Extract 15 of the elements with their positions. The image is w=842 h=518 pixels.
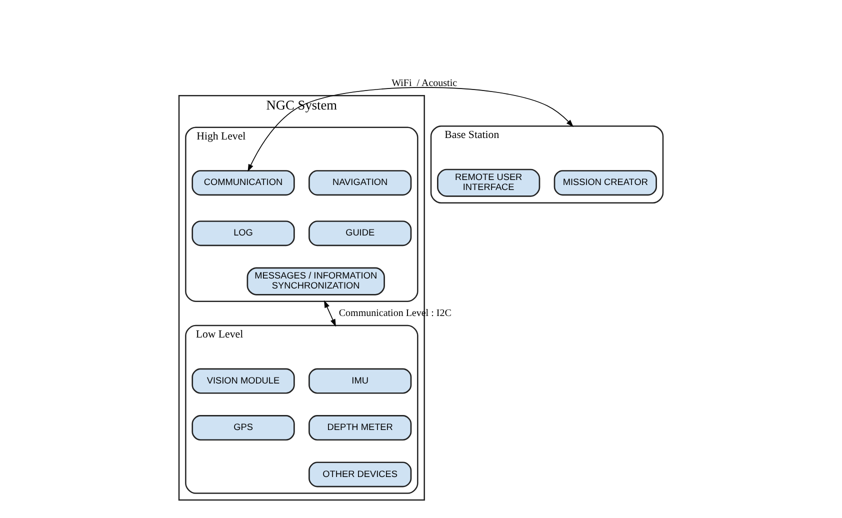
node-box: OTHER DEVICES (308, 462, 412, 488)
node-box: MISSION CREATOR (554, 170, 657, 196)
node-box: DEPTH METER (308, 415, 412, 441)
node-box: VISION MODULE (192, 368, 295, 394)
arrow (248, 87, 574, 172)
node-box: GUIDE (308, 220, 412, 246)
node-box: COMMUNICATION (192, 170, 295, 196)
node-box: GPS (192, 415, 295, 441)
node-box: MESSAGES / INFORMATION SYNCHRONIZATION (246, 267, 385, 296)
node-box: NAVIGATION (308, 170, 412, 196)
node-box: IMU (308, 368, 412, 394)
edge-label: WiFi / Acoustic (392, 78, 458, 90)
arrow (324, 300, 336, 327)
node-box: LOG (192, 220, 295, 246)
node-box: REMOTE USER INTERFACE (437, 168, 540, 197)
